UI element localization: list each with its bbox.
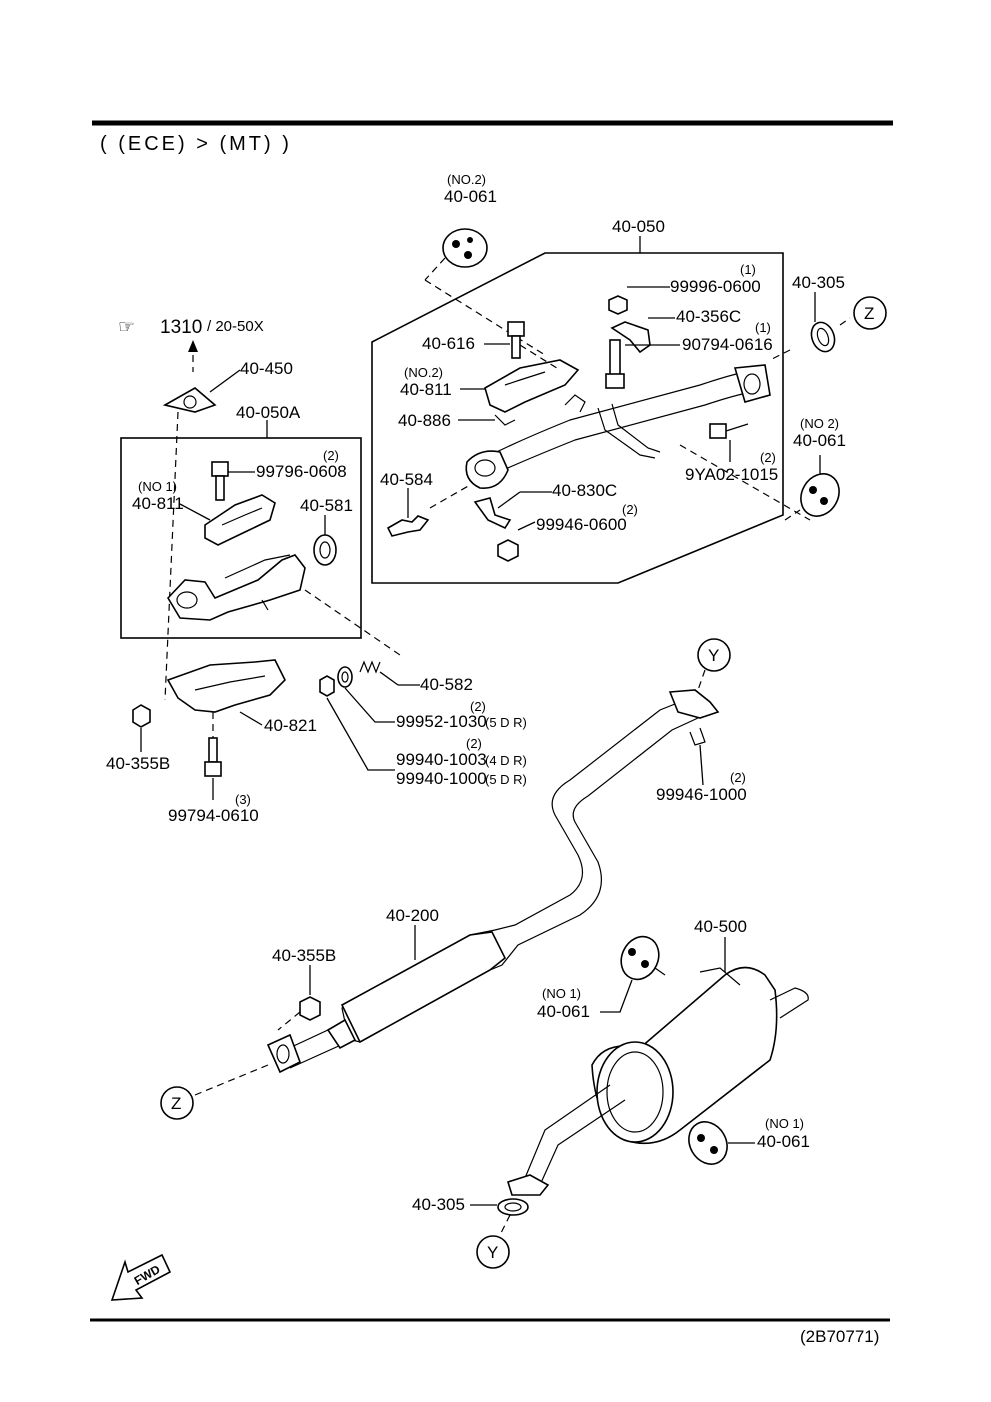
part-label-40-061-no2-right[interactable]: 40-061 — [793, 431, 846, 450]
part-label-40-050A[interactable]: 40-050A — [236, 403, 301, 422]
nut-40-355B-top-drawing — [132, 704, 151, 728]
callout-Z-left[interactable]: Z — [160, 1086, 194, 1120]
part-label-40-061-no2-top[interactable]: 40-061 — [444, 187, 497, 206]
part-label-99946-1000[interactable]: 99946-1000 — [656, 785, 747, 804]
part-label-90794-0616[interactable]: 90794-0616 — [682, 335, 773, 354]
bolt-99794-drawing — [204, 737, 222, 777]
part-qty-99794-0610: (3) — [235, 792, 251, 807]
part-label-99946-0600[interactable]: 99946-0600 — [536, 515, 627, 534]
part-note-99952-1030: (5 D R) — [485, 715, 527, 730]
part-label-40-355B-top[interactable]: 40-355B — [106, 754, 170, 773]
nut-99946-0600-drawing — [497, 539, 519, 562]
svg-text:Y: Y — [708, 646, 719, 665]
part-qty-99796-0608: (2) — [323, 448, 339, 463]
assembly-box-40-050 — [371, 252, 784, 584]
part-qty-40-061-no2-top: (NO.2) — [447, 172, 486, 187]
part-label-40-050[interactable]: 40-050 — [612, 217, 665, 236]
front-pipe-drawing — [465, 364, 771, 489]
part-qty-90794-0616: (1) — [755, 320, 771, 335]
bolt-90794-drawing — [605, 339, 625, 389]
part-label-40-811-no2[interactable]: 40-811 — [400, 380, 452, 399]
diagram-code: (2B70771) — [800, 1327, 879, 1346]
part-label-40-305-bottom[interactable]: 40-305 — [412, 1195, 465, 1214]
part-label-40-584[interactable]: 40-584 — [380, 470, 433, 489]
part-qty-40-061-no1-left: (NO 1) — [542, 986, 581, 1001]
middle-pipe-drawing — [266, 689, 720, 1074]
part-label-9YA02-1015[interactable]: 9YA02-1015 — [685, 465, 778, 484]
part-qty-99996-0600: (1) — [740, 262, 756, 277]
svg-text:Y: Y — [487, 1243, 498, 1262]
variant-header: ( (ECE) > (MT) ) — [100, 133, 292, 155]
up-arrow-icon — [188, 340, 198, 352]
part-note-99940-1000: (5 D R) — [485, 772, 527, 787]
reference-number: 1310 — [160, 317, 202, 338]
part-label-40-821[interactable]: 40-821 — [264, 716, 317, 735]
assembly-box-40-050A — [120, 437, 362, 639]
part-qty-40-061-no2-right: (NO 2) — [800, 416, 839, 431]
part-label-99952-1030[interactable]: 99952-1030 — [396, 712, 487, 731]
part-note-99940-1003: (4 D R) — [485, 753, 527, 768]
part-label-40-500[interactable]: 40-500 — [694, 917, 747, 936]
bracket-40-830C-drawing — [473, 497, 512, 530]
part-qty-40-811-no2: (NO.2) — [404, 365, 443, 380]
cross-reference[interactable]: ☞ 1310 / 20-50X — [118, 317, 264, 372]
bolt-9YA02-drawing — [709, 423, 749, 439]
heat-shield-no1-drawing — [204, 494, 276, 546]
hanger-rubber-no2-top-drawing — [442, 228, 488, 268]
part-qty-99946-1000: (2) — [730, 770, 746, 785]
part-label-40-061-no1-left[interactable]: 40-061 — [537, 1002, 590, 1021]
part-label-40-811-no1[interactable]: 40-811 — [132, 494, 184, 513]
callout-Z-right[interactable]: Z — [853, 296, 887, 330]
part-label-40-450[interactable]: 40-450 — [240, 359, 293, 378]
part-label-40-582[interactable]: 40-582 — [420, 675, 473, 694]
part-label-99796-0608[interactable]: 99796-0608 — [256, 462, 347, 481]
part-label-40-830C[interactable]: 40-830C — [552, 481, 617, 500]
reference-subgroup: / 20-50X — [207, 318, 264, 335]
part-label-40-061-no1-right[interactable]: 40-061 — [757, 1132, 810, 1151]
gasket-40-581-drawing — [313, 534, 337, 566]
oxygen-sensor-40-584-drawing — [386, 515, 430, 537]
gasket-40-305-top-drawing — [810, 321, 836, 353]
part-label-40-355B-bottom[interactable]: 40-355B — [272, 946, 336, 965]
svg-text:Z: Z — [864, 304, 874, 323]
exhaust-manifold-drawing — [167, 554, 306, 621]
part-label-99940-1000[interactable]: 99940-1000 — [396, 769, 487, 788]
part-qty-40-811-no1: (NO 1) — [138, 479, 177, 494]
gasket-40-305-bottom-drawing — [497, 1198, 529, 1216]
part-label-99794-0610[interactable]: 99794-0610 — [168, 806, 259, 825]
washer-99952-drawing — [337, 666, 353, 688]
part-label-40-581[interactable]: 40-581 — [300, 496, 353, 515]
part-qty-99940-1003: (2) — [466, 736, 482, 751]
part-label-40-886[interactable]: 40-886 — [398, 411, 451, 430]
part-label-40-616[interactable]: 40-616 — [422, 334, 475, 353]
spring-40-582-drawing — [359, 660, 381, 674]
reference-icon: ☞ — [118, 317, 135, 338]
part-label-99940-1003[interactable]: 99940-1003 — [396, 750, 487, 769]
svg-text:Z: Z — [171, 1094, 181, 1113]
part-label-99996-0600[interactable]: 99996-0600 — [670, 277, 761, 296]
heat-shield-40-821-drawing — [166, 659, 286, 713]
part-qty-9YA02-1015: (2) — [760, 450, 776, 465]
part-label-40-305-top[interactable]: 40-305 — [792, 273, 845, 292]
part-qty-40-061-no1-right: (NO 1) — [765, 1116, 804, 1131]
bolt-40-616-drawing — [507, 321, 525, 359]
gasket-40-450-drawing — [162, 387, 217, 413]
main-silencer-drawing — [507, 966, 809, 1196]
fwd-arrow-icon: FWD — [110, 1253, 172, 1301]
heat-shield-no2-drawing — [484, 359, 580, 413]
callout-Y-bottom[interactable]: Y — [476, 1235, 510, 1269]
hanger-rubber-no2-right-drawing — [800, 473, 840, 517]
hanger-rubber-no1-left-drawing — [620, 935, 660, 981]
hanger-rubber-no1-right-drawing — [688, 1121, 728, 1165]
nut-40-355B-bottom-drawing — [299, 996, 321, 1021]
part-label-40-200[interactable]: 40-200 — [386, 906, 439, 925]
callout-Y-top[interactable]: Y — [697, 638, 731, 672]
part-qty-99952-1030: (2) — [470, 699, 486, 714]
nut-99940-drawing — [319, 675, 335, 697]
bolt-99796-drawing — [211, 461, 229, 501]
part-label-40-356C[interactable]: 40-356C — [676, 307, 741, 326]
part-qty-99946-0600: (2) — [622, 502, 638, 517]
nut-99996-drawing — [608, 295, 628, 315]
